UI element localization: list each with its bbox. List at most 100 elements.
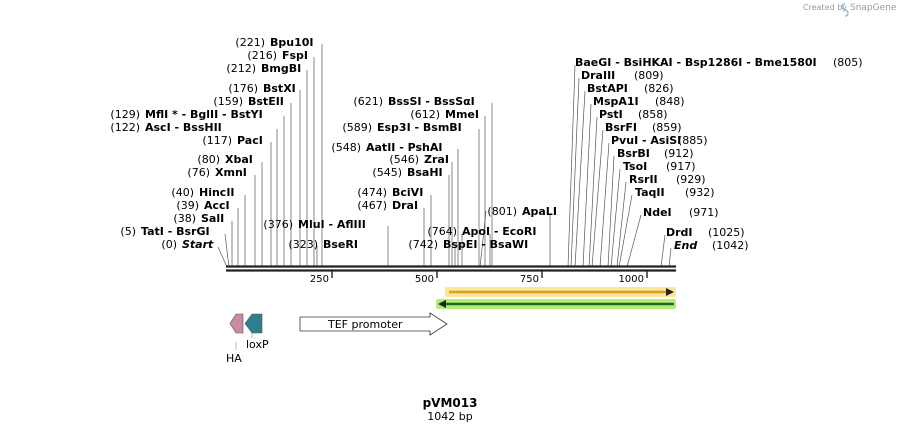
site-name: DraIII <box>581 69 615 82</box>
credit-text: Created by <box>803 3 847 12</box>
plasmid-title: pVM013 1042 bp <box>423 396 478 423</box>
plasmid-name: pVM013 <box>423 396 478 410</box>
site-name: ZraI <box>424 153 449 166</box>
site-name: TsoI <box>623 160 647 173</box>
site-position: (474) <box>357 186 387 199</box>
site-position: (323) <box>288 238 318 251</box>
site-name: MluI - AflIII <box>298 218 366 231</box>
site-position: (159) <box>213 95 243 108</box>
site-name: BspEI - BsaWI <box>443 238 528 251</box>
axis-ticks: 250 500 750 1000 <box>310 271 648 285</box>
site-position: (809) <box>634 69 664 82</box>
orf-forward <box>445 287 676 297</box>
site-name: BmgBI <box>261 62 301 75</box>
site-name: MmeI <box>445 108 479 121</box>
site-position: (805) <box>833 56 863 69</box>
site-position: (467) <box>357 199 387 212</box>
site-position: (912) <box>664 147 694 160</box>
site-position: (221) <box>235 36 265 49</box>
site-position: (848) <box>655 95 685 108</box>
site-position: (612) <box>410 108 440 121</box>
site-name: ApoI - EcoRI <box>462 225 536 238</box>
plasmid-length: 1042 bp <box>427 410 472 423</box>
site-name: HincII <box>199 186 235 199</box>
site-name: PvuI - AsiSI <box>611 134 681 147</box>
site-position: (1042) <box>712 239 749 252</box>
site-name: PstI <box>599 108 623 121</box>
site-name: DrdI <box>666 226 693 239</box>
snapgene-logo-icon <box>841 3 849 17</box>
site-name: Bpu10I <box>270 36 314 49</box>
site-name: AccI <box>204 199 230 212</box>
site-position: (764) <box>427 225 457 238</box>
site-name: TatI - BsrGI <box>141 225 210 238</box>
axis-tick-label: 250 <box>310 274 329 285</box>
site-name: Start <box>182 238 214 251</box>
site-name: XbaI <box>225 153 253 166</box>
site-name: PacI <box>237 134 263 147</box>
site-name: TaqII <box>635 186 665 199</box>
site-name: AatII - PshAI <box>366 141 442 154</box>
site-position: (1025) <box>708 226 745 239</box>
site-name: AscI - BssHII <box>145 121 222 134</box>
site-name: DraI <box>392 199 418 212</box>
feature-ha: HA <box>226 313 244 365</box>
axis-tick-label: 500 <box>415 274 434 285</box>
site-name: SalI <box>201 212 224 225</box>
snapgene-credit: Created by SnapGene <box>803 3 897 17</box>
site-position: (546) <box>389 153 419 166</box>
site-name: BstEII <box>248 95 284 108</box>
plasmid-backbone <box>226 265 676 272</box>
site-name: FspI <box>282 49 308 62</box>
site-name: MflI * - BglII - BstYI <box>145 108 263 121</box>
site-position: (80) <box>197 153 220 166</box>
site-name: BaeGI - BsiHKAI - Bsp1286I - Bme1580I <box>575 56 817 69</box>
site-position: (742) <box>408 238 438 251</box>
site-position: (117) <box>202 134 232 147</box>
site-position: (929) <box>676 173 706 186</box>
site-name: ApaLI <box>522 205 557 218</box>
site-position: (589) <box>342 121 372 134</box>
site-name: BssSI - BssSαI <box>388 95 475 108</box>
restriction-sites: (221) Bpu10I(216) FspI (212) BmgBI(176) BstXI… <box>110 36 862 252</box>
site-position: (216) <box>247 49 277 62</box>
site-position: (885) <box>678 134 708 147</box>
axis-tick-label: 1000 <box>619 274 644 285</box>
feature-loxp-label: loxP <box>246 338 269 351</box>
axis-tick-label: 750 <box>520 274 539 285</box>
site-name: NdeI <box>643 206 672 219</box>
site-name: BstAPI <box>587 82 628 95</box>
site-position: (376) <box>263 218 293 231</box>
feature-promoter-label: TEF promoter <box>327 318 403 331</box>
site-position: (859) <box>652 121 682 134</box>
site-position: (858) <box>638 108 668 121</box>
site-position: (122) <box>110 121 140 134</box>
site-name: BsrBI <box>617 147 650 160</box>
site-position: (545) <box>372 166 402 179</box>
site-name: BsrFI <box>605 121 637 134</box>
site-position: (971) <box>689 206 719 219</box>
site-position: (39) <box>176 199 199 212</box>
site-name: End <box>674 239 697 252</box>
site-name: BciVI <box>392 186 423 199</box>
site-position: (548) <box>331 141 361 154</box>
site-position: (76) <box>187 166 210 179</box>
site-connectors <box>217 44 672 268</box>
feature-loxp: loxP <box>244 313 269 351</box>
site-position: (826) <box>644 82 674 95</box>
site-position: (932) <box>685 186 715 199</box>
site-position: (212) <box>226 62 256 75</box>
orf-reverse <box>436 299 676 309</box>
site-name: BstXI <box>263 82 296 95</box>
site-position: (801) <box>487 205 517 218</box>
site-name: BsaHI <box>407 166 443 179</box>
site-position: (917) <box>666 160 696 173</box>
site-position: (129) <box>110 108 140 121</box>
site-position: (38) <box>173 212 196 225</box>
feature-ha-label: HA <box>226 352 242 365</box>
site-position: (621) <box>353 95 383 108</box>
site-position: (40) <box>171 186 194 199</box>
site-name: Esp3I - BsmBI <box>377 121 462 134</box>
site-name: XmnI <box>215 166 247 179</box>
site-position: (176) <box>228 82 258 95</box>
